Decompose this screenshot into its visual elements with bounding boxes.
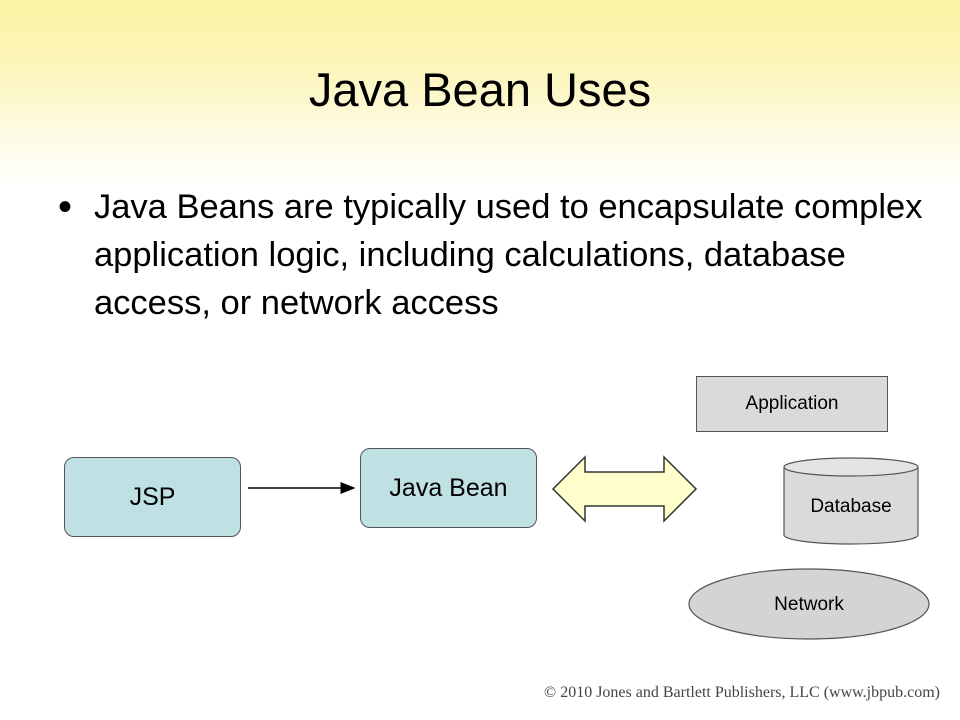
copyright-footer: © 2010 Jones and Bartlett Publishers, LL… (544, 684, 940, 701)
bullet-text: Java Beans are typically used to encapsu… (94, 188, 923, 322)
database-label: Database (810, 496, 892, 517)
java-bean-box: Java Bean (360, 448, 537, 528)
application-box: Application (696, 376, 888, 432)
jsp-box: JSP (64, 457, 241, 537)
network-ellipse (688, 568, 930, 640)
title-band (0, 0, 960, 190)
bullet-marker: • (58, 185, 73, 229)
slide-title: Java Bean Uses (308, 63, 652, 116)
double-arrow (551, 455, 698, 523)
network-label: Network (774, 594, 844, 615)
database-cylinder (783, 457, 919, 545)
